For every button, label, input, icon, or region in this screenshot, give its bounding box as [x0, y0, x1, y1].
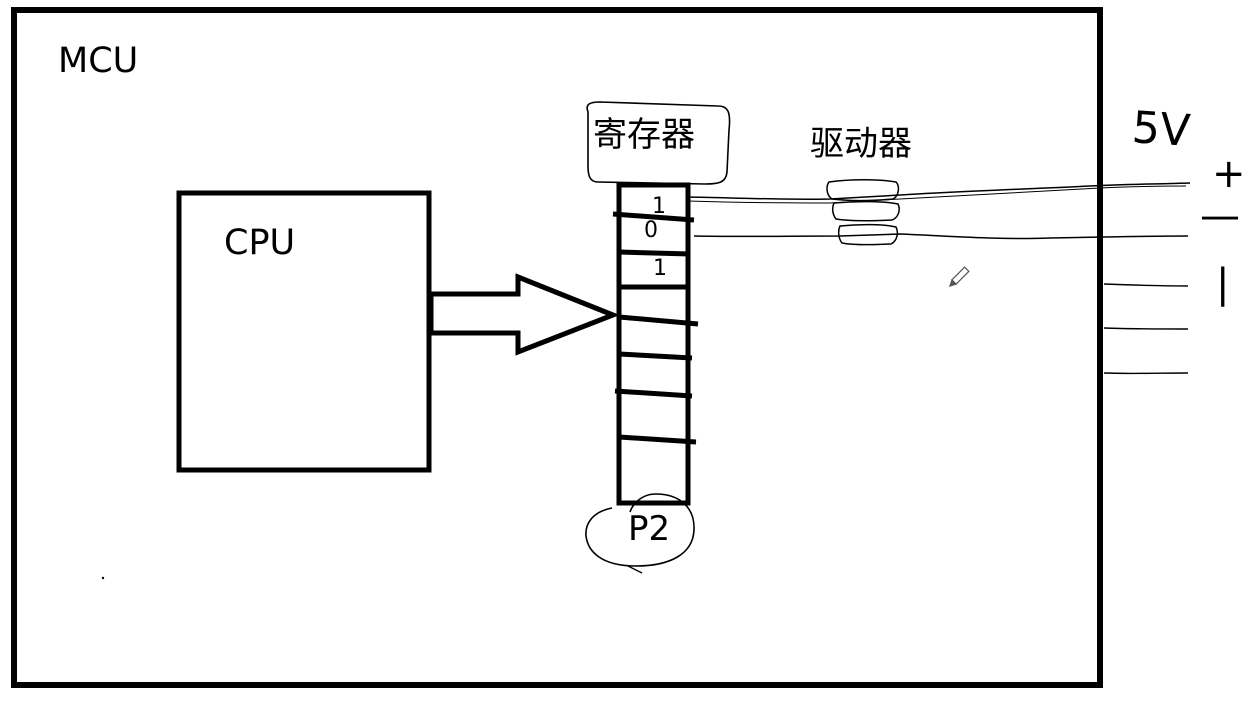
- register-bit-label: 0: [644, 220, 658, 242]
- mcu-label: MCU: [58, 44, 138, 79]
- port-circle-tail: [628, 566, 642, 573]
- port-label: P2: [628, 512, 670, 546]
- stray-mark: [102, 577, 104, 579]
- bit1-wire: [694, 234, 1188, 239]
- register-divider: [619, 252, 690, 254]
- external-mark: |: [1216, 264, 1229, 304]
- pencil-icon: [948, 267, 969, 288]
- driver-symbol: [833, 202, 899, 221]
- cpu-box: [179, 193, 429, 470]
- cpu-label: CPU: [224, 226, 295, 261]
- external-mark: +: [1212, 154, 1246, 194]
- external-mark: —: [1200, 196, 1240, 236]
- pin-line: [1104, 328, 1188, 329]
- bit0-wire-trace: [688, 186, 1186, 203]
- register-divider: [619, 437, 696, 442]
- driver-label: 驱动器: [810, 127, 912, 161]
- register-bit-label: 1: [653, 258, 667, 280]
- pin-line: [1104, 284, 1188, 286]
- register-label: 寄存器: [593, 118, 695, 152]
- register-divider: [615, 391, 692, 396]
- register-dividers: [613, 214, 698, 442]
- register-divider: [619, 354, 692, 358]
- data-bus-arrow: [431, 277, 613, 352]
- register-bit-label: 1: [652, 196, 666, 218]
- supply-voltage-label: 5V: [1131, 106, 1192, 154]
